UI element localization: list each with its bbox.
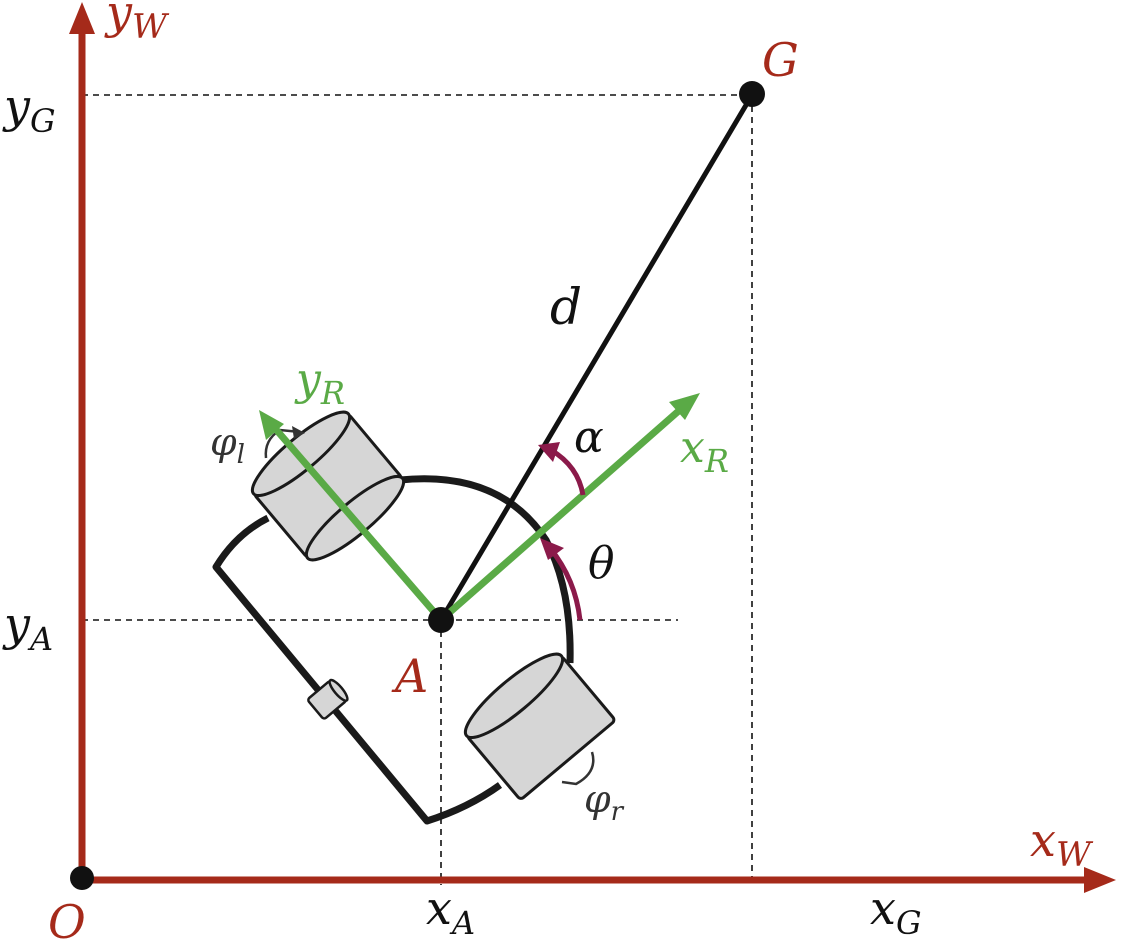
- x-goal-label: xG: [870, 881, 922, 942]
- x-robot-arrowhead: [669, 393, 700, 420]
- robot-point-label: A: [391, 649, 428, 703]
- phi-right-label: φr: [584, 777, 625, 827]
- theta-arrowhead: [540, 538, 564, 560]
- x-robot-axis: [438, 405, 685, 623]
- robot-outline: [212, 475, 574, 825]
- y-robot-arrowhead: [259, 410, 284, 440]
- alpha-arrowhead: [538, 442, 560, 462]
- y-world-label: yW: [104, 0, 170, 47]
- x-a-label: xA: [426, 881, 475, 942]
- theta-label: θ: [588, 538, 615, 589]
- y-world-arrowhead: [69, 2, 95, 34]
- x-world-arrowhead: [1084, 867, 1116, 893]
- x-robot-label: xR: [680, 422, 729, 480]
- phi-right-rotation-arrow: [561, 751, 595, 786]
- world-axes: [69, 2, 1116, 893]
- point-a: [428, 607, 454, 633]
- robot-body: [212, 475, 574, 825]
- y-a-label: yA: [2, 597, 53, 658]
- y-robot-axis: [270, 423, 444, 623]
- robot-axes: [259, 393, 700, 623]
- y-goal-label: yG: [2, 79, 56, 140]
- caster-wheel: [307, 678, 349, 720]
- phi-left-rotation-arrowhead: [292, 426, 305, 439]
- y-robot-label: yR: [294, 354, 345, 412]
- distance-line: [438, 93, 755, 622]
- distance-label: d: [550, 278, 582, 336]
- origin-label: O: [48, 895, 86, 946]
- alpha-label: α: [574, 412, 604, 463]
- point-g: [739, 81, 765, 107]
- goal-label: G: [762, 33, 799, 87]
- phi-left-label: φl: [210, 420, 245, 470]
- x-world-label: xW: [1030, 813, 1094, 875]
- right-wheel: [463, 652, 616, 800]
- projection-lines: [82, 94, 753, 885]
- origin-point: [70, 866, 94, 890]
